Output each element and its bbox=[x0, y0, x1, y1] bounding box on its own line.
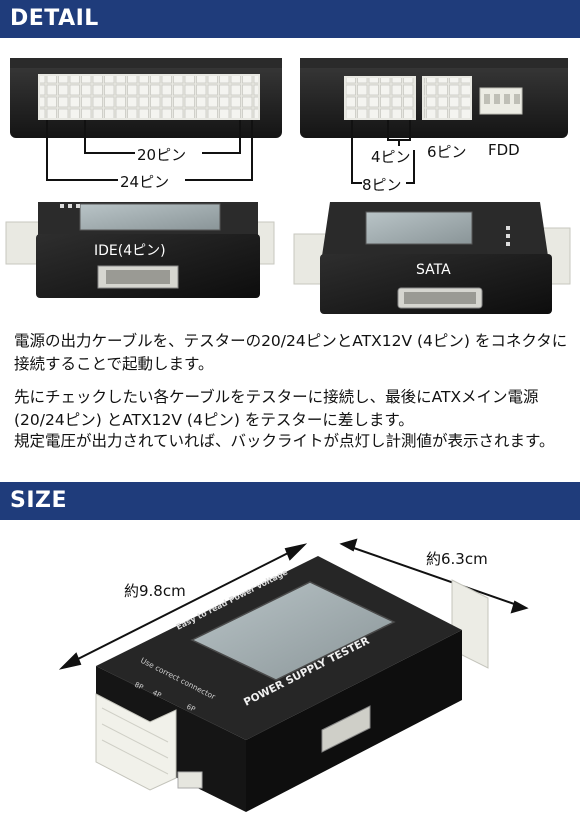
size-heading: SIZE bbox=[10, 488, 68, 513]
label-fdd: FDD bbox=[488, 141, 520, 159]
detail-heading: DETAIL bbox=[10, 6, 99, 31]
device-8p-text: 8P bbox=[133, 681, 144, 692]
detail-banner: DETAIL bbox=[0, 0, 580, 38]
callout-lines-8pin bbox=[351, 120, 415, 184]
dimension-width-label: 約6.3cm bbox=[426, 550, 488, 568]
photo-sata-side bbox=[293, 202, 571, 314]
photo-24pin-connector bbox=[10, 58, 282, 138]
label-24pin: 24ピン bbox=[120, 173, 170, 191]
label-sata: SATA bbox=[416, 262, 451, 278]
label-ide: IDE(4ピン) bbox=[94, 243, 166, 259]
callout-lines-24pin bbox=[46, 120, 253, 181]
size-banner: SIZE bbox=[0, 482, 580, 520]
photo-ide-side bbox=[5, 202, 275, 298]
dimension-length-label: 約9.8cm bbox=[124, 582, 186, 600]
description-paragraph-1: 電源の出力ケーブルを、テスターの20/24ピンとATX12V (4ピン) をコネ… bbox=[14, 332, 568, 373]
device-4p-text: 4P bbox=[151, 689, 162, 700]
label-20pin: 20ピン bbox=[137, 146, 187, 164]
dimension-arrows bbox=[58, 538, 529, 670]
label-4pin: 4ピン bbox=[371, 148, 411, 166]
photo-8pin-6pin-fdd bbox=[300, 58, 568, 138]
description-paragraph-2: 先にチェックしたい各ケーブルをテスターに接続し、最後にATXメイン電源 (20/… bbox=[14, 388, 539, 429]
description-paragraph-3: 規定電圧が出力されていれば、バックライトが点灯し計測値が表示されます。 bbox=[14, 432, 555, 450]
photo-size-tester: Easy to read Power voltage POWER SUPPLY … bbox=[58, 538, 529, 812]
label-6pin: 6ピン bbox=[427, 143, 467, 161]
device-6p-text: 6P bbox=[185, 703, 196, 714]
label-8pin: 8ピン bbox=[362, 176, 402, 194]
